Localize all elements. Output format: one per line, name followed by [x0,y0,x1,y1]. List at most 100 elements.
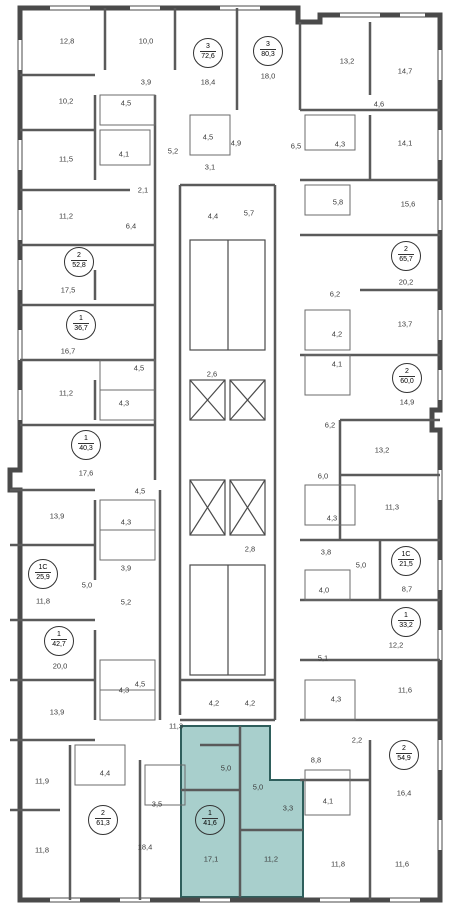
apartment-rooms: 1 [398,611,414,621]
bathroom-fixtures [74,94,356,816]
apartment-rooms: 1 [73,314,89,324]
room-area: 3,8 [320,547,332,557]
room-area: 4,5 [133,363,145,373]
room-area: 4,5 [134,486,146,496]
room-area: 5,7 [243,208,255,218]
room-area: 4,1 [331,359,343,369]
apartment-rooms: 3 [260,40,276,50]
apartment-area: 36,7 [74,325,88,332]
room-area: 4,3 [330,694,342,704]
room-area: 8,8 [310,755,322,765]
room-area: 2,2 [351,735,363,745]
room-area: 4,9 [230,138,242,148]
room-area: 11,8 [35,596,51,606]
apartment-rooms: 2 [95,809,111,819]
apartment-area: 21,5 [399,561,413,568]
apartment-rooms: 1С [398,550,414,560]
windows [8,6,442,902]
room-area: 6,2 [329,289,341,299]
room-area: 2,8 [244,544,256,554]
room-area: 13,2 [339,56,355,66]
room-area: 11,5 [58,154,74,164]
room-area: 4,1 [118,149,130,159]
room-area: 5,2 [167,146,179,156]
room-area: 4,3 [334,139,346,149]
room-area: 3,3 [282,803,294,813]
room-area: 14,1 [397,138,413,148]
room-area: 17,1 [203,854,219,864]
room-area: 13,9 [49,511,65,521]
room-area: 15,6 [400,199,416,209]
room-area: 5,0 [220,763,232,773]
room-area: 18,4 [137,842,153,852]
apartment-rooms: 2 [396,744,412,754]
room-area: 4,5 [202,132,214,142]
apartment-area: 54,9 [397,755,411,762]
room-area: 3,9 [120,563,132,573]
room-area: 4,3 [326,513,338,523]
room-area: 18,0 [260,71,276,81]
outer-walls [7,5,443,903]
room-area: 18,4 [200,77,216,87]
apartment-rooms: 1 [78,434,94,444]
room-area: 4,2 [331,329,343,339]
room-area: 5,8 [332,197,344,207]
apartment-rooms: 1С [35,563,51,573]
room-area: 4,6 [373,99,385,109]
room-area: 11,3 [168,721,184,731]
room-area: 5,2 [120,597,132,607]
apartment-area: 61,3 [96,820,110,827]
room-area: 6,0 [317,471,329,481]
room-area: 4,2 [244,698,256,708]
room-area: 4,3 [118,685,130,695]
apartment-area: 33,2 [399,622,413,629]
room-area: 4,5 [134,679,146,689]
apartment-area: 65,7 [399,256,413,263]
apartment-rooms: 2 [399,367,415,377]
apartment-rooms: 2 [71,251,87,261]
interior-walls [10,8,440,900]
apartment-area: 41,6 [203,820,217,827]
room-area: 4,4 [99,768,111,778]
room-area: 16,4 [396,788,412,798]
apartment-area: 80,3 [261,51,275,58]
apartment-area: 40,3 [79,445,93,452]
room-area: 11,8 [330,859,346,869]
room-area: 4,2 [208,698,220,708]
room-area: 11,6 [394,859,410,869]
room-area: 3,1 [204,162,216,172]
room-area: 6,5 [290,141,302,151]
room-area: 4,0 [318,585,330,595]
room-area: 4,3 [118,398,130,408]
apartment-rooms: 1 [202,809,218,819]
room-area: 8,7 [401,584,413,594]
room-area: 6,2 [324,420,336,430]
room-area: 16,7 [60,346,76,356]
room-area: 12,2 [388,640,404,650]
room-area: 5,0 [355,560,367,570]
room-area: 10,2 [58,96,74,106]
room-area: 10,0 [138,36,154,46]
apartment-rooms: 3 [200,42,216,52]
room-area: 4,1 [322,796,334,806]
room-area: 12,8 [59,36,75,46]
apartment-rooms: 2 [398,245,414,255]
room-area: 3,5 [151,799,163,809]
apartment-rooms: 1 [51,630,67,640]
room-area: 20,2 [398,277,414,287]
